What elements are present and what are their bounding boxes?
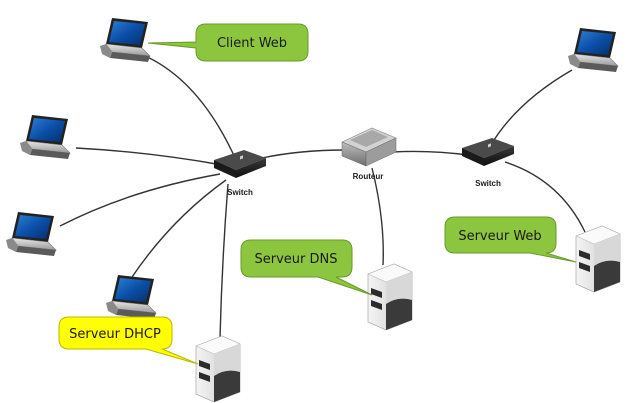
switch-right-label: Switch bbox=[475, 179, 501, 188]
cable-links bbox=[59, 54, 586, 339]
callout-serveur-dhcp-text: Serveur DHCP bbox=[69, 327, 161, 342]
switch-icon bbox=[214, 150, 266, 178]
laptop-icon bbox=[19, 114, 71, 160]
callout-serveur-web-text: Serveur Web bbox=[458, 229, 541, 244]
server-icon bbox=[575, 225, 621, 293]
laptop-icon bbox=[5, 211, 57, 257]
laptop-icon bbox=[567, 27, 619, 73]
cable-router-to-dns-server bbox=[371, 167, 384, 266]
callout-client-web-text: Client Web bbox=[217, 36, 287, 51]
cable-switch-right-to-laptop bbox=[493, 69, 573, 141]
callout-client-web: Client Web bbox=[147, 23, 309, 62]
switch-left-label: Switch bbox=[227, 188, 253, 197]
cable-switch-to-client-web-laptop bbox=[142, 54, 237, 161]
callout-serveur-web: Serveur Web bbox=[444, 216, 577, 263]
cable-router-to-switch-right bbox=[391, 150, 469, 156]
cable-switch-right-to-web-server bbox=[504, 161, 586, 233]
server-icon bbox=[367, 263, 413, 331]
callout-serveur-dns-text: Serveur DNS bbox=[255, 252, 338, 267]
cable-switch-to-dhcp-server bbox=[219, 183, 229, 339]
laptop-icon bbox=[99, 17, 151, 63]
laptop-icon bbox=[105, 274, 157, 320]
cable-switch-to-laptop-3 bbox=[59, 173, 221, 227]
cable-switch-to-router bbox=[261, 149, 346, 159]
callout-serveur-dns: Serveur DNS bbox=[240, 239, 373, 296]
cable-switch-to-laptop-4 bbox=[129, 179, 227, 281]
callout-serveur-dhcp: Serveur DHCP bbox=[58, 316, 199, 365]
cable-switch-to-laptop-2 bbox=[75, 147, 223, 166]
router-label: Routeur bbox=[353, 172, 384, 181]
server-icon bbox=[195, 335, 241, 403]
router-icon bbox=[341, 127, 397, 167]
